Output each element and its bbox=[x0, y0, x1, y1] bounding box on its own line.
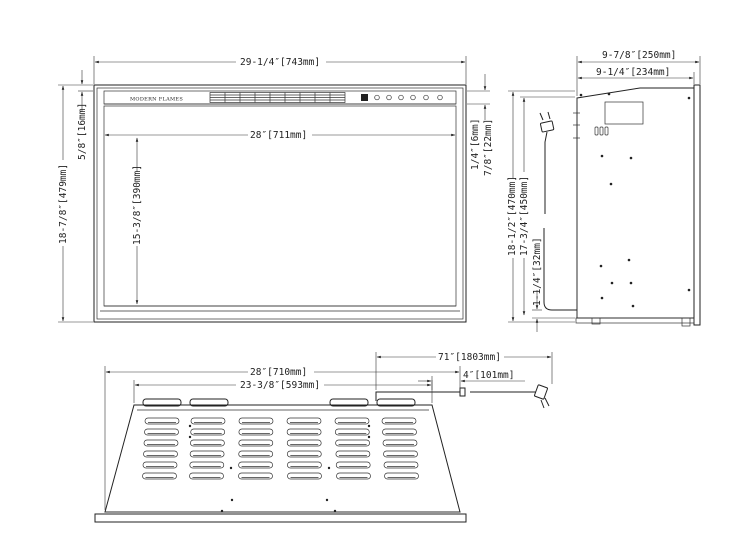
vent-louver bbox=[334, 417, 370, 425]
vent-louver bbox=[144, 428, 179, 436]
vent-louver bbox=[238, 461, 273, 469]
vent-louver bbox=[336, 472, 371, 480]
vent-louver bbox=[189, 461, 225, 469]
side-body bbox=[576, 87, 695, 319]
vent-louver bbox=[189, 450, 225, 458]
vent-louver bbox=[381, 417, 417, 425]
top-power-cord bbox=[375, 384, 550, 409]
cord-exit-label: 4″[101mm] bbox=[463, 370, 514, 381]
vent-louver bbox=[286, 417, 322, 425]
top-view: 28″[710mm] 23-3/8″[593mm] 71″[1803mm] 4″… bbox=[94, 351, 553, 523]
side-view: 9-7/8″[250mm] 9-1/4″[234mm] 18-1/2″[470m… bbox=[506, 50, 701, 332]
right-small-label-a: 1/4″[6mm] bbox=[470, 119, 481, 170]
side-height-label: 18-1/2″[470mm] bbox=[507, 176, 518, 256]
vent-louver bbox=[142, 461, 178, 469]
top-width-label: 28″[710mm] bbox=[250, 367, 307, 378]
control-button-icon bbox=[386, 94, 392, 101]
vent-louver bbox=[335, 461, 371, 469]
vent-louver bbox=[287, 472, 322, 480]
side-screws bbox=[579, 92, 691, 308]
power-button-icon bbox=[374, 94, 380, 101]
brand-logo: MODERN FLAMES bbox=[130, 97, 183, 103]
vent-louver bbox=[335, 428, 370, 436]
vent-louver bbox=[142, 472, 177, 480]
vent-louver bbox=[238, 450, 273, 458]
front-width-label: 29-1/4″[743mm] bbox=[240, 57, 320, 68]
side-rear-vents bbox=[573, 112, 580, 139]
inner-width-label: 28″[711mm] bbox=[250, 130, 307, 141]
vent-louver bbox=[190, 417, 226, 425]
vent-louver bbox=[287, 461, 322, 469]
top-vent-louvers bbox=[142, 417, 419, 480]
vent-louver bbox=[335, 450, 371, 458]
side-body-height-label: 17-3/4″[450mm] bbox=[519, 176, 530, 256]
vent-louver bbox=[189, 472, 224, 480]
side-front-trim bbox=[693, 84, 701, 326]
vent-louver bbox=[190, 428, 225, 436]
front-view: MODERN FLAMES 29-1/4″[743mm] 28″[711mm] bbox=[57, 55, 494, 323]
right-small-label-b: 7/8″[22mm] bbox=[483, 119, 494, 176]
front-height-label: 18-7/8″[479mm] bbox=[58, 164, 69, 244]
vent-louver bbox=[335, 439, 370, 447]
control-button-icon bbox=[437, 94, 443, 101]
vent-louver bbox=[143, 450, 178, 458]
cord-offset-label: 1-1/4″[32mm] bbox=[532, 237, 543, 306]
control-button-icon bbox=[398, 94, 404, 101]
top-front-trim bbox=[94, 513, 467, 523]
vent-louver bbox=[286, 439, 322, 447]
vent-louver bbox=[382, 428, 417, 436]
top-body bbox=[104, 404, 461, 513]
control-button-icon bbox=[410, 94, 416, 101]
top-rear-tabs bbox=[142, 398, 416, 407]
opening-height-label: 15-3/8″[390mm] bbox=[132, 165, 143, 245]
vent-louver bbox=[238, 428, 274, 436]
display-window bbox=[361, 94, 368, 101]
side-depth-label: 9-7/8″[250mm] bbox=[602, 50, 676, 61]
vent-louver bbox=[382, 439, 418, 447]
side-terminal-block bbox=[594, 126, 609, 136]
vent-louver bbox=[384, 472, 419, 480]
side-body-depth-label: 9-1/4″[234mm] bbox=[596, 67, 670, 78]
vent-louver bbox=[287, 450, 322, 458]
top-trim-label: 5/8″[16mm] bbox=[77, 103, 88, 160]
top-screws bbox=[188, 424, 371, 513]
vent-louver bbox=[190, 439, 225, 447]
strip-vent bbox=[209, 92, 346, 103]
control-button-icon bbox=[423, 94, 429, 101]
vent-louver bbox=[238, 417, 274, 425]
side-label-plate bbox=[604, 101, 644, 125]
vent-louver bbox=[383, 461, 419, 469]
vent-louver bbox=[143, 439, 179, 447]
vent-louver bbox=[144, 417, 180, 425]
top-inner-width-label: 23-3/8″[593mm] bbox=[240, 380, 320, 391]
vent-louver bbox=[286, 428, 322, 436]
vent-louver bbox=[383, 450, 418, 458]
side-power-cord bbox=[539, 111, 577, 311]
cord-length-label: 71″[1803mm] bbox=[438, 352, 501, 363]
front-outer-frame bbox=[93, 84, 467, 323]
vent-louver bbox=[238, 439, 274, 447]
vent-louver bbox=[238, 472, 273, 480]
